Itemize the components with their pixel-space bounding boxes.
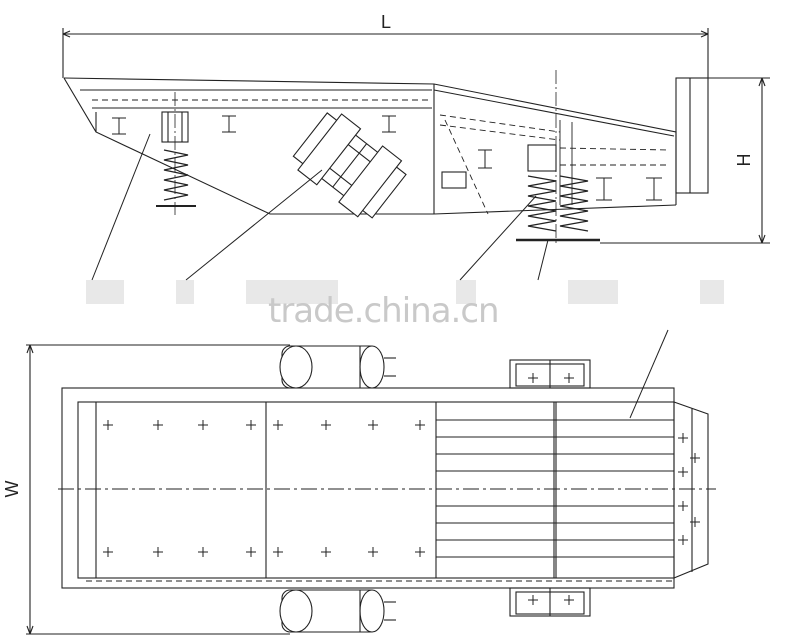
callout-leader-grate (629, 329, 669, 419)
motor-bottom (279, 589, 396, 633)
height-dimension (600, 77, 770, 244)
watermark: trade.china.cn (268, 291, 499, 331)
motor-top (279, 345, 396, 389)
bracket-bottom (509, 587, 591, 617)
length-dimension (62, 28, 709, 78)
spring-support-right (516, 144, 600, 242)
feeder-frame (61, 387, 675, 589)
grizzly-bars (436, 419, 674, 558)
dimension-label-height: H (734, 154, 754, 167)
width-dimension (26, 344, 290, 635)
side-view (62, 28, 770, 281)
callout-leaders (91, 133, 549, 281)
dimension-label-length: L (381, 12, 391, 32)
trough-body (63, 70, 709, 245)
spring-support-left (156, 111, 196, 207)
bracket-top (509, 359, 591, 389)
vibrator-motor (292, 112, 407, 219)
dimension-label-width: W (2, 481, 22, 498)
bolt-marks (103, 373, 700, 605)
callout-text-row (86, 280, 724, 304)
top-view (26, 329, 716, 635)
